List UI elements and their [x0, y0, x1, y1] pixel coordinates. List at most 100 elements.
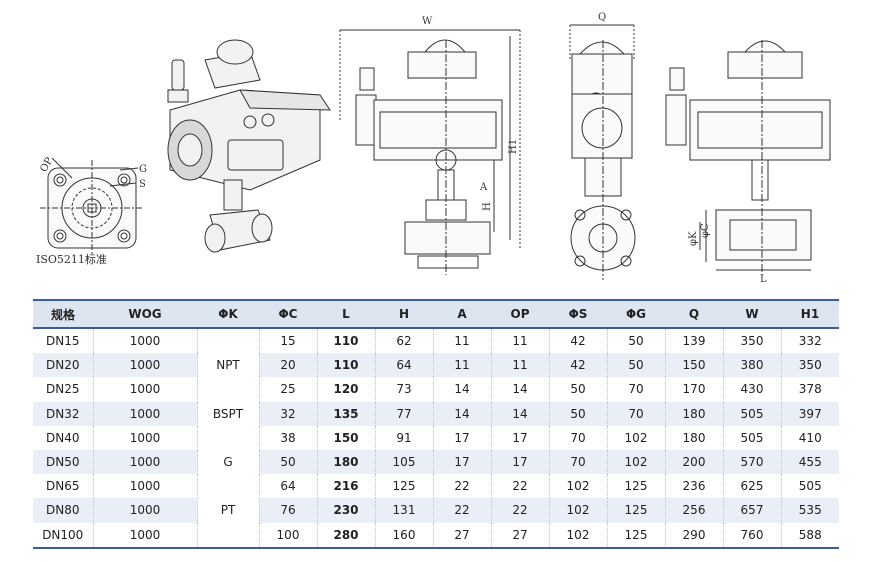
table-cell: 160	[374, 522, 433, 549]
table-cell: 430	[722, 377, 781, 402]
table-cell: 50	[606, 353, 665, 378]
header-cell: 规格	[33, 299, 93, 329]
table-cell: 505	[722, 425, 781, 450]
header-cell: Q	[665, 299, 723, 329]
table-cell: 588	[780, 522, 839, 549]
table-cell: 91	[374, 425, 433, 450]
h-dimension-label: H	[482, 202, 493, 211]
l-dimension-label: L	[760, 274, 767, 285]
table-row: DN80 1000 PT 76 230 131 22 22 102 125 25…	[33, 498, 839, 523]
table-cell: 125	[374, 474, 433, 499]
header-cell: H1	[781, 299, 839, 329]
table-cell: 17	[432, 449, 491, 475]
table-cell: 1000	[92, 328, 197, 354]
table-cell: 14	[432, 401, 491, 426]
table-cell: 139	[664, 328, 723, 354]
table-cell: 397	[780, 401, 839, 426]
iso5211-caption: ISO5211标准	[36, 253, 107, 266]
table-cell: 70	[606, 401, 665, 426]
thread-type-cell	[196, 377, 259, 402]
table-cell: 22	[490, 498, 549, 523]
table-row: DN32 1000 BSPT 32 135 77 14 14 50 70 180…	[33, 401, 839, 426]
table-cell: 102	[548, 498, 607, 523]
section-view-drawing: φK φC L	[665, 40, 831, 285]
table-cell: 290	[664, 522, 723, 549]
k-dimension-label: φK	[688, 231, 699, 246]
header-cell: ΦG	[607, 299, 665, 329]
table-cell: 505	[722, 401, 781, 426]
table-cell: 150	[316, 425, 375, 450]
table-cell: DN20	[33, 353, 93, 378]
header-cell: ΦK	[197, 299, 259, 329]
table-cell: 17	[432, 425, 491, 450]
thread-type-cell: NPT	[196, 353, 259, 378]
table-row: DN25 1000 25 120 73 14 14 50 70 170 430 …	[33, 377, 839, 402]
table-cell: 180	[664, 401, 723, 426]
table-row: DN65 1000 64 216 125 22 22 102 125 236 6…	[33, 474, 839, 499]
w-dimension-label: W	[422, 16, 433, 27]
table-cell: DN32	[33, 401, 93, 426]
header-cell: OP	[491, 299, 549, 329]
table-cell: 11	[490, 328, 549, 354]
table-cell: 280	[316, 522, 375, 549]
table-cell: 14	[432, 377, 491, 402]
table-cell: 1000	[92, 401, 197, 426]
table-cell: 22	[432, 498, 491, 523]
table-cell: 70	[548, 425, 607, 450]
table-cell: DN65	[46, 479, 80, 494]
thread-type-cell: PT	[196, 498, 259, 523]
table-cell: DN80	[33, 498, 93, 523]
table-cell: 110	[316, 328, 375, 354]
table-cell: 22	[432, 474, 491, 499]
table-cell: 64	[258, 474, 317, 499]
table-cell: 625	[722, 474, 781, 499]
table-cell: 150	[664, 353, 723, 378]
table-cell: 657	[722, 498, 781, 523]
table-cell: 70	[606, 377, 665, 402]
table-cell: 20	[258, 353, 317, 378]
table-cell: 760	[722, 522, 781, 549]
table-cell: 73	[374, 377, 433, 402]
table-cell: 332	[780, 328, 839, 354]
specification-table: 规格 WOG ΦK ΦC L H A OP ΦS ΦG Q W H1 DN15 …	[33, 299, 839, 549]
table-cell: 216	[316, 474, 375, 499]
table-cell: 76	[258, 498, 317, 523]
table-cell: 236	[664, 474, 723, 499]
table-cell: 27	[490, 522, 549, 549]
thread-type-cell	[196, 522, 259, 549]
table-row: DN50 1000 G 50 180 105 17 17 70 102 200 …	[33, 449, 839, 475]
table-cell: 110	[316, 353, 375, 378]
table-cell: 1000	[92, 449, 197, 475]
side-view-drawing: Q	[569, 12, 636, 280]
table-cell: 50	[548, 377, 607, 402]
table-cell: 1000	[92, 522, 197, 549]
table-cell: 38	[258, 425, 317, 450]
table-cell: 102	[548, 522, 607, 549]
table-cell: 11	[432, 353, 491, 378]
table-cell: 455	[780, 449, 839, 475]
table-cell: 32	[258, 401, 317, 426]
table-cell: 135	[316, 401, 375, 426]
table-cell: 14	[490, 377, 549, 402]
table-cell: 25	[258, 377, 317, 402]
table-cell: DN15	[46, 334, 80, 349]
header-cell: ΦC	[259, 299, 317, 329]
header-cell: H	[375, 299, 433, 329]
g-dimension-label: G	[139, 164, 147, 175]
table-cell: 42	[548, 353, 607, 378]
table-cell: 22	[490, 474, 549, 499]
table-cell: DN25	[46, 382, 80, 397]
table-cell: 170	[664, 377, 723, 402]
iso5211-flange-drawing: OP G S	[38, 156, 147, 256]
thread-type-cell	[196, 474, 259, 499]
isometric-valve-drawing	[167, 39, 331, 253]
table-cell: 11	[432, 328, 491, 354]
table-cell: 1000	[92, 498, 197, 523]
table-cell: 125	[606, 474, 665, 499]
table-row: DN20 1000 NPT 20 110 64 11 11 42 50 150 …	[33, 353, 839, 378]
table-cell: 410	[780, 425, 839, 450]
header-cell: ΦS	[549, 299, 607, 329]
s-dimension-label: S	[139, 179, 146, 190]
table-cell: 50	[606, 328, 665, 354]
table-row: DN15 1000 15 110 62 11 11 42 50 139 350 …	[33, 328, 839, 354]
